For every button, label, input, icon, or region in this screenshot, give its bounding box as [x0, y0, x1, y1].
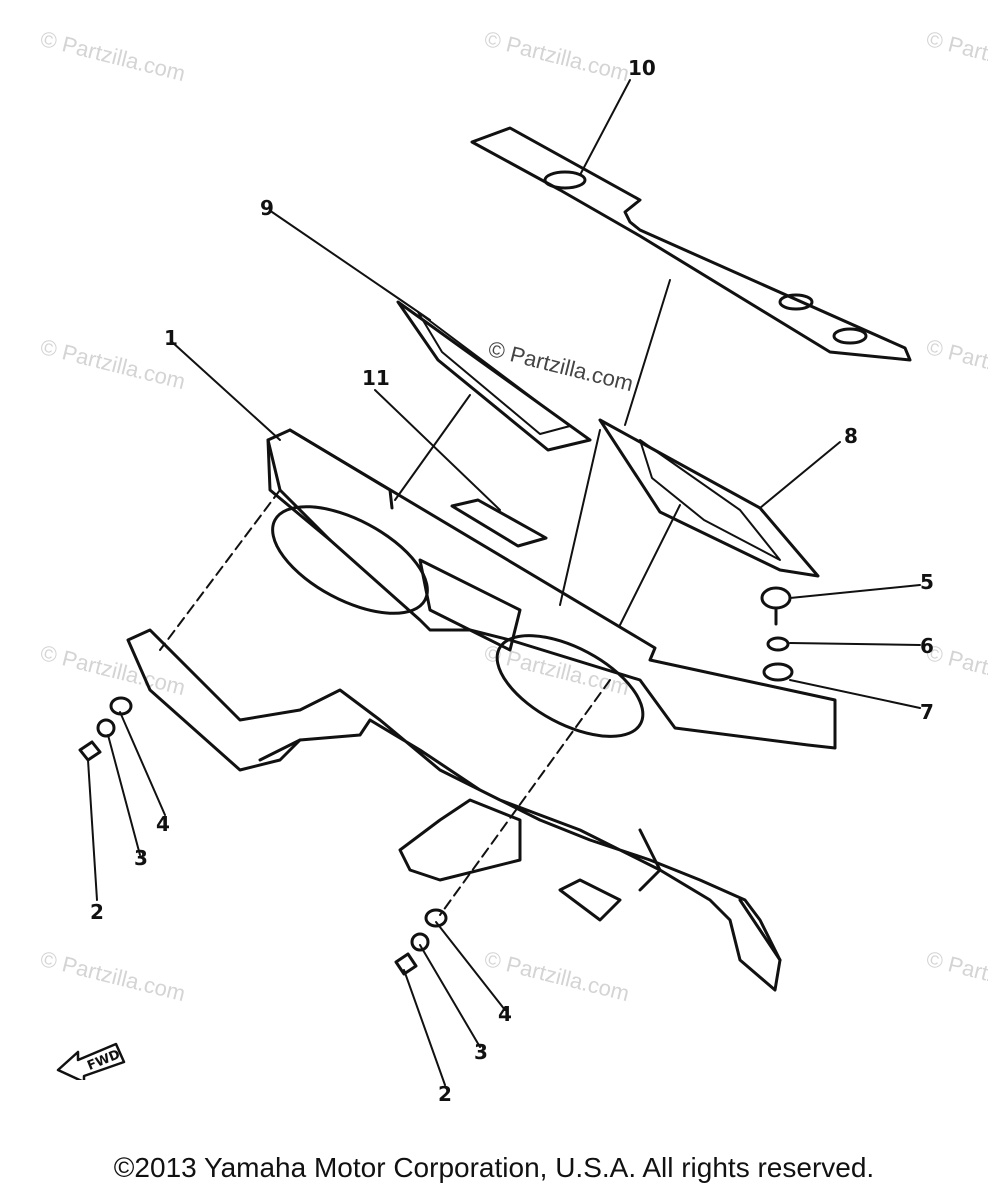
- callout-9: 9: [260, 196, 274, 220]
- callout-1: 1: [164, 326, 178, 350]
- part-11-plate: [450, 498, 548, 548]
- callout-4: 4: [498, 1002, 512, 1026]
- callout-11: 11: [362, 366, 390, 390]
- callout-2: 2: [438, 1082, 452, 1106]
- callout-3: 3: [134, 846, 148, 870]
- part-1-housing: [266, 428, 837, 750]
- leader-lines: [87, 79, 921, 1086]
- part-10-plate: [470, 126, 912, 362]
- callout-3: 3: [474, 1040, 488, 1064]
- callout-6: 6: [920, 634, 934, 658]
- part-8-gasket: [598, 418, 820, 578]
- callout-7: 7: [920, 700, 934, 724]
- callout-10: 10: [628, 56, 656, 80]
- callout-8: 8: [844, 424, 858, 448]
- part-9-gasket: [396, 300, 592, 452]
- fasteners: [78, 586, 794, 976]
- handlebar-bracket: [126, 628, 782, 992]
- callout-4: 4: [156, 812, 170, 836]
- copyright-notice: ©2013 Yamaha Motor Corporation, U.S.A. A…: [113, 1152, 875, 1183]
- callout-2: 2: [90, 900, 104, 924]
- callout-5: 5: [920, 570, 934, 594]
- forward-arrow-icon: FWD: [56, 1042, 126, 1080]
